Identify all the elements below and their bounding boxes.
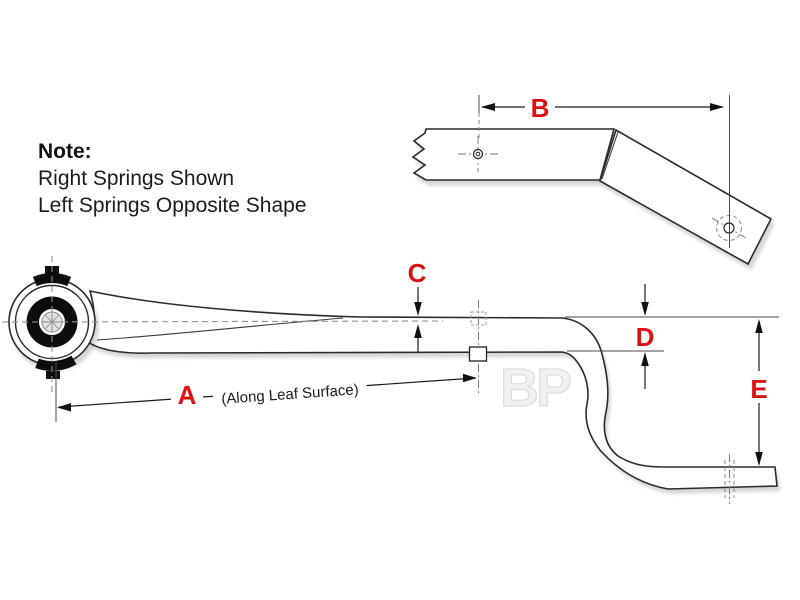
note-line-2: Left Springs Opposite Shape [38,194,307,217]
dimension-a-label: A [178,380,197,410]
watermark-logo: BP [500,358,571,418]
dimension-b: B [478,93,730,248]
spring-end-detail-view: B [411,93,773,266]
note-block: Note: Right Springs Shown Left Springs O… [38,140,307,217]
detail-leaf-bar [411,128,616,181]
dimension-c: C [408,258,427,352]
dimension-e-label: E [750,374,767,404]
arrowhead [710,103,724,111]
leaf-taper-line [96,317,344,341]
center-bolt [468,300,488,395]
arrowhead [641,302,649,316]
arrowhead [641,352,649,366]
arrowhead [755,319,763,333]
arrowhead [755,452,763,466]
horizontal-centerline [1,320,444,323]
arrowhead [463,373,477,383]
dimension-d-label: D [636,322,655,352]
note-line-1: Right Springs Shown [38,167,234,190]
dimension-b-label: B [531,93,550,123]
arrowhead [414,324,422,338]
note-title: Note: [38,140,92,163]
detail-angled-end [599,128,773,266]
center-bolt-hidden-head [470,311,487,326]
dimension-a-qualifier: (Along Leaf Surface) [221,381,359,408]
arrowhead [57,403,71,412]
dimension-c-label: C [408,258,427,288]
spring-eye-assembly [1,256,444,394]
detail-bar-hole [458,136,498,172]
arrowhead [414,302,422,316]
center-bolt-head [468,346,488,362]
dimension-a: A (Along Leaf Surface) [55,362,477,422]
leaf-spring-side-view: BP [1,256,779,504]
dimension-d: D [567,284,664,389]
dimension-e: E [565,316,779,466]
bottom-clamp-tab [46,371,60,379]
arrowhead [481,103,495,111]
end-pad-hidden-hole [724,454,735,504]
bend-crease-line [601,131,619,180]
